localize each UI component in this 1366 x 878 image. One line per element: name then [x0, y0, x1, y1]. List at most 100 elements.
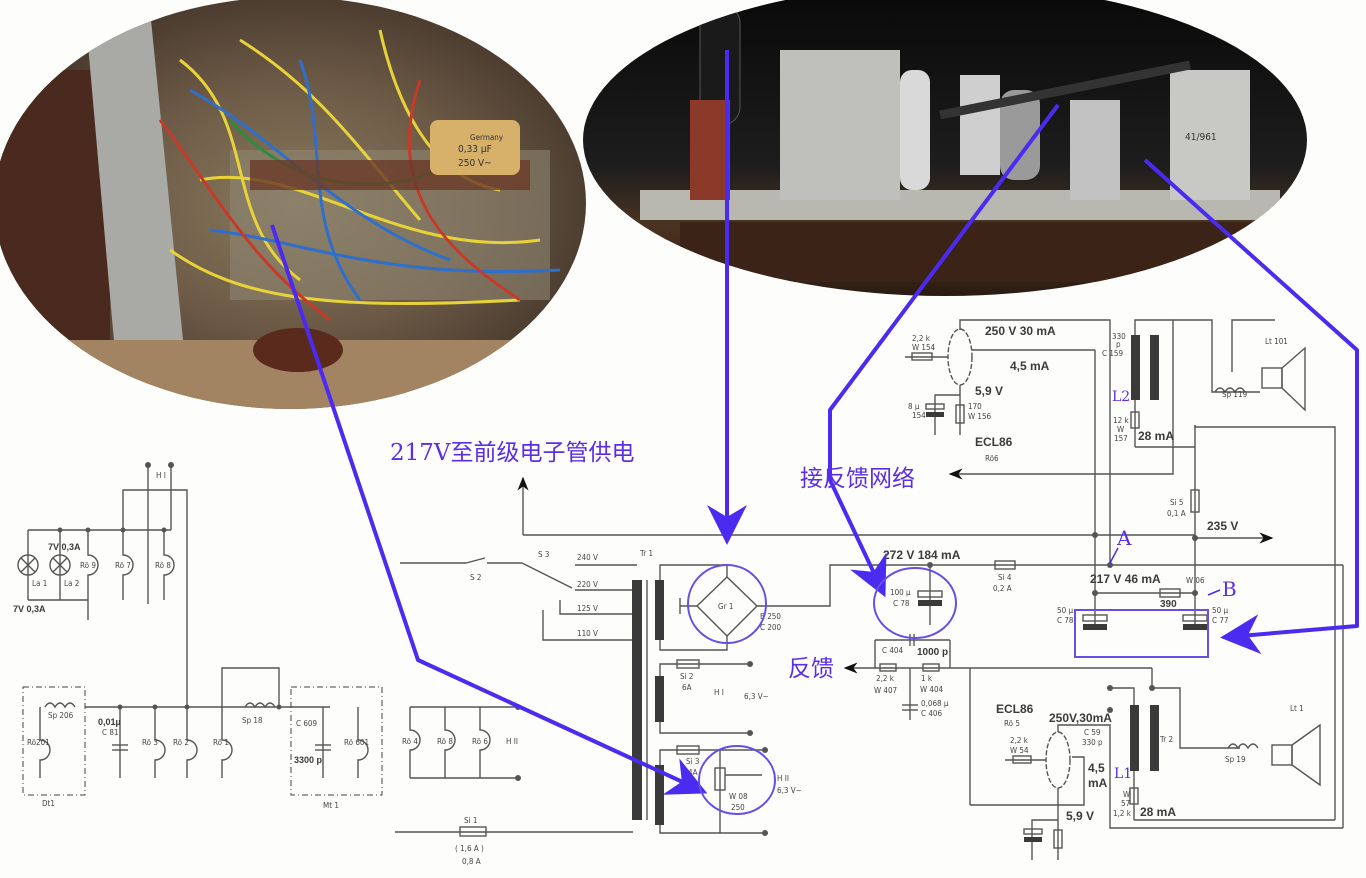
- power-supply-circuit: [395, 350, 1344, 837]
- schematic-label: 250V,30mA: [1049, 711, 1112, 725]
- schematic-label: 125 V: [577, 604, 598, 613]
- schematic-label: 7V 0,3A: [13, 604, 46, 614]
- schematic-label: H I: [714, 688, 724, 697]
- schematic-label: C 200: [760, 623, 781, 632]
- schematic-label: H II: [506, 737, 518, 746]
- capacitor-value-text: 0,33 µF: [458, 144, 492, 155]
- schematic-label: C 78: [893, 599, 910, 608]
- schematic-label: 235 V: [1207, 519, 1238, 533]
- pointer-arrow-cap-pair: [1143, 158, 1359, 655]
- schematic-label: C 59: [1084, 728, 1101, 737]
- schematic-label: Sp 19: [1225, 755, 1246, 764]
- annotation-coil-l1: L1: [1114, 766, 1132, 782]
- schematic-label: La 1: [32, 579, 47, 588]
- schematic-label: 220 V: [577, 580, 598, 589]
- schematic-label: Mt 1: [323, 801, 339, 810]
- schematic-label: 7V 0,3A: [48, 542, 81, 552]
- schematic-label: 250 V 30 mA: [985, 324, 1056, 338]
- schematic-label: W: [1117, 425, 1124, 434]
- highlight-c78: [873, 567, 957, 639]
- schematic-label: ( 1,6 A ): [455, 844, 484, 853]
- schematic-label: 330 p: [1082, 738, 1103, 747]
- schematic-label: 2,2 k: [912, 334, 931, 343]
- schematic-label: 6A: [682, 683, 692, 692]
- schematic-label: Sp 206: [48, 711, 74, 720]
- schematic-label: Rö 5: [1004, 719, 1020, 728]
- schematic-label: 0,068 µ: [921, 699, 949, 708]
- schematic-label: La 2: [64, 579, 79, 588]
- schematic-label: C 609: [296, 719, 317, 728]
- schematic-label: Rö 8: [437, 737, 453, 746]
- schematic-label: 390: [1160, 599, 1177, 610]
- chassis-top-photo: 41/961: [583, 0, 1307, 296]
- schematic-label: Rö 601: [344, 738, 369, 747]
- schematic-label: Sp 119: [1222, 390, 1248, 399]
- schematic-label: W 407: [874, 686, 897, 695]
- schematic-label: 330: [1112, 332, 1126, 341]
- schematic-label: p: [1116, 340, 1121, 349]
- schematic-label: W 08: [729, 792, 748, 801]
- schematic-label: C 159: [1102, 349, 1123, 358]
- schematic-label: Tr 1: [639, 549, 653, 558]
- capacitor-brand-text: Germany: [470, 133, 504, 142]
- schematic-label: W 156: [968, 412, 992, 421]
- schematic-label: C 77: [1212, 616, 1228, 625]
- schematic-label: ECL86: [996, 702, 1034, 716]
- schematic-label: 1000 p: [917, 647, 948, 658]
- schematic-label: C 78: [1057, 616, 1074, 625]
- schematic-label: 57: [1121, 799, 1130, 808]
- schematic-label: C 406: [921, 709, 942, 718]
- schematic-label: S 2: [470, 573, 481, 582]
- schematic-label: 272 V 184 mA: [883, 548, 961, 562]
- schematic-label: B 250: [760, 612, 781, 621]
- schematic-label: Rö6: [985, 454, 999, 463]
- schematic-label: C 81: [102, 728, 118, 737]
- schematic-label: Rö 8: [155, 561, 171, 570]
- part-number-text: 41/961: [1185, 132, 1217, 143]
- schematic-label: 2,2 k: [1010, 736, 1029, 745]
- annotation-point-a: A: [1116, 526, 1132, 550]
- schematic-label: Rö 9: [80, 561, 96, 570]
- schematic-label: 50 µ: [1057, 606, 1073, 615]
- schematic-labels: H I 7V 0,3A La 1 La 2 7V 0,3A Rö 9 Rö 7 …: [13, 324, 1304, 866]
- schematic-label: Dt1: [42, 799, 55, 808]
- capacitor-voltage-text: 250 V~: [458, 158, 492, 169]
- schematic-label: Rö 2: [173, 738, 189, 747]
- schematic-label: W 154: [912, 343, 936, 352]
- schematic-label: 28 mA: [1140, 805, 1176, 819]
- schematic-label: 50 µ: [1212, 606, 1228, 615]
- highlight-rectifier: [687, 564, 767, 644]
- schematic-label: 12 k: [1113, 416, 1129, 425]
- schematic-label: 1,2 k: [1113, 809, 1132, 818]
- schematic-label: Gr 1: [718, 602, 733, 611]
- schematic-label: Si 2: [680, 672, 693, 681]
- schematic-label: 217 V 46 mA: [1090, 572, 1161, 586]
- schematic-label: W 404: [920, 685, 944, 694]
- pointer-arrow-filter-cap: [828, 103, 1060, 598]
- schematic-label: W 54: [1010, 746, 1029, 755]
- schematic-label: 0,01µ: [98, 717, 121, 727]
- schematic-label: 157: [1114, 434, 1128, 443]
- schematic-label: 1 k: [921, 674, 933, 683]
- schematic-label: ECL86: [975, 435, 1013, 449]
- annotation-feedback-network: 接反馈网络: [800, 466, 915, 492]
- schematic-label: 110 V: [577, 629, 598, 638]
- schematic-label: 6,3 V~: [744, 692, 769, 701]
- annotation-point-b: B: [1222, 577, 1237, 601]
- schematic-label: S 3: [538, 550, 549, 559]
- pointer-arrow-rheostat: [270, 224, 708, 795]
- schematic-label: 154: [912, 411, 926, 420]
- schematic-label: 170: [968, 402, 982, 411]
- schematic-label: C 404: [882, 646, 903, 655]
- schematic-label: H II: [777, 774, 789, 783]
- schematic-label: 0,1 A: [1167, 509, 1186, 518]
- schematic-label: W: [1123, 790, 1130, 799]
- schematic-label: 28 mA: [1138, 429, 1174, 443]
- annotation-overlays: 217V至前级电子管供电 接反馈网络 反馈 A B L2 L1: [270, 50, 1359, 815]
- schematic-label: 5,9 V: [975, 384, 1003, 398]
- schematic-label: 6,3 V~: [777, 786, 802, 795]
- schematic-label: Lt 1: [1290, 704, 1304, 713]
- schematic-label: 250: [731, 803, 745, 812]
- heater-circuit: [17, 462, 521, 796]
